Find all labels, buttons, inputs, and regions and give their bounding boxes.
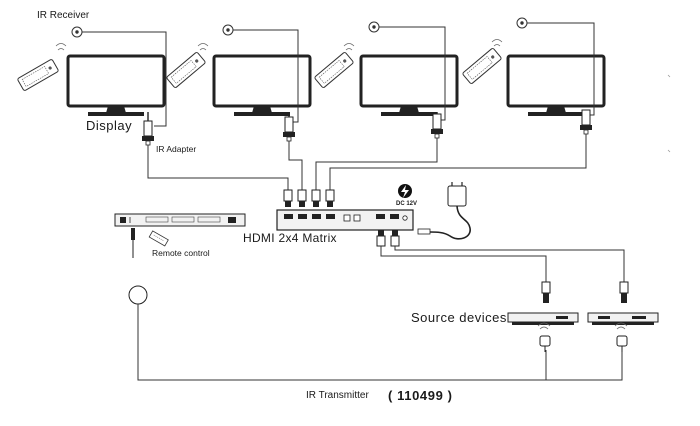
ir-receiver-group [71, 17, 528, 38]
ir-receiver-cables [82, 22, 595, 127]
hdmi-input-plugs [376, 230, 400, 247]
ir-emitter-icon-group [537, 322, 628, 352]
hdmi-matrix-label: HDMI 2x4 Matrix [243, 231, 337, 245]
display-1 [66, 54, 166, 116]
display-4 [506, 54, 606, 116]
ir-adapter-label: IR Adapter [156, 144, 197, 154]
source-device-1 [507, 281, 579, 325]
display-neck [546, 106, 566, 113]
display-2 [212, 54, 312, 116]
ir-signal-icon [343, 43, 355, 51]
ir-receiver-lens [520, 21, 524, 25]
power-adapter-icon [417, 182, 471, 240]
dc-power-label: DC 12V [396, 201, 418, 207]
ir-transmitter-cable [128, 228, 623, 381]
hdmi-matrix-unit [276, 209, 414, 231]
source-devices-label: Source devices [411, 310, 507, 325]
hdmi-input-cables [380, 246, 625, 286]
ir-adapter-1 [142, 112, 154, 146]
remote-control-icon [462, 48, 502, 84]
ir-adapter-2 [283, 112, 295, 142]
remote-control-icon [166, 52, 206, 88]
display-label: Display [86, 118, 133, 133]
ir-transmitter-label: IR Transmitter [306, 390, 369, 401]
display-base [381, 112, 437, 116]
hdmi-connector-icon-group [283, 189, 335, 207]
display-base [528, 112, 584, 116]
display-screen [506, 54, 606, 108]
display-screen [66, 54, 166, 108]
display-screen [212, 54, 312, 108]
edge-marks [667, 74, 671, 153]
model-number-label: ( 110499 ) [388, 388, 453, 403]
ir-control-box [114, 213, 246, 227]
remote-control-label: Remote control [152, 248, 210, 258]
ir-receiver-label: IR Receiver [37, 10, 90, 21]
display-screen [359, 54, 459, 108]
display-3 [359, 54, 459, 116]
ir-receiver-lens [372, 25, 376, 29]
display-neck [252, 106, 272, 113]
ir-signal-icon [197, 43, 209, 51]
display-neck [399, 106, 419, 113]
ir-signal-icon [491, 39, 503, 47]
remote-control-icon [17, 59, 59, 91]
source-device-2 [587, 281, 659, 325]
display-neck [106, 106, 126, 113]
ir-adapter-4 [580, 109, 592, 135]
remote-control-icon [314, 52, 354, 88]
hdmi-output-cables [147, 134, 587, 192]
display-base [88, 112, 144, 116]
remote-control-icon [148, 230, 169, 247]
ir-signal-icon [55, 43, 67, 51]
ir-receiver-lens [75, 30, 79, 34]
display-base [234, 112, 290, 116]
ir-adapter-3 [431, 112, 443, 139]
ir-receiver-lens [226, 28, 230, 32]
lightning-bolt-icon [398, 184, 412, 198]
